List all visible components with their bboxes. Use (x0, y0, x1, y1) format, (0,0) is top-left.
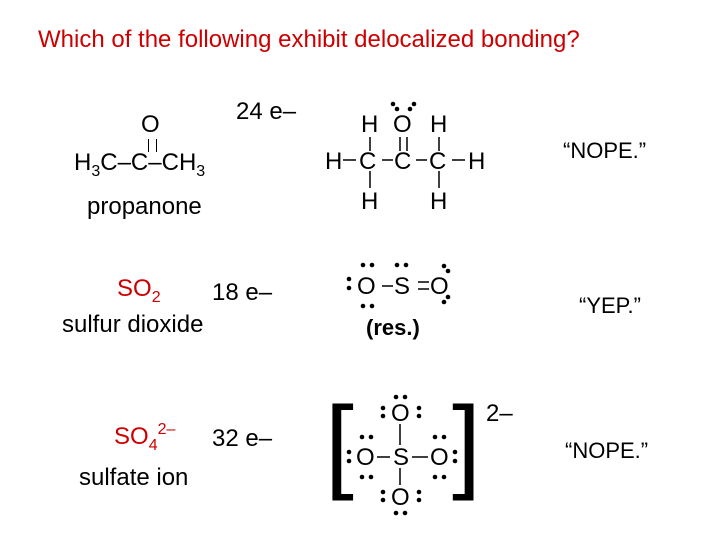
formula-subscript: 2 (151, 289, 161, 306)
lone-pair-electron (402, 394, 408, 400)
lone-pair-electron (346, 276, 352, 282)
lone-pair-electron (441, 299, 447, 305)
atom-sulfur: S (394, 273, 411, 300)
atom-oxygen: O (356, 444, 375, 471)
atom-hydrogen: H (361, 188, 379, 215)
lone-pair-electron (369, 262, 375, 268)
ion-charge: 2– (486, 400, 513, 427)
lone-pair-electron (432, 474, 438, 480)
atom-carbon: C (394, 148, 412, 175)
lone-pair-electron (380, 405, 386, 411)
atom-hydrogen: H (468, 148, 486, 175)
lone-pair-electron (393, 394, 399, 400)
lone-pair-electron (360, 303, 366, 309)
atom-carbon: C (429, 148, 447, 175)
propanone-oxygen: O (141, 111, 160, 138)
atom-sulfur: S (393, 444, 410, 471)
atom-oxygen: O (357, 273, 376, 300)
formula-subscript: 4 (148, 437, 158, 454)
lone-pair-electron (368, 474, 374, 480)
propanone-verdict: “NOPE.” (563, 138, 647, 163)
atom-hydrogen: H (325, 148, 343, 175)
right-bracket: ] (452, 386, 481, 502)
atom-carbon: C (359, 148, 377, 175)
atom-oxygen: O (430, 273, 449, 300)
lone-pair-electron (359, 474, 365, 480)
propanone-name: propanone (87, 193, 202, 220)
lone-pair-electron (416, 489, 422, 495)
formula-part: SO (117, 275, 152, 302)
lone-pair-electron (403, 262, 409, 268)
lone-pair-electron (394, 106, 400, 112)
lone-pair-electron (452, 458, 458, 464)
lone-pair-electron (360, 262, 366, 268)
lone-pair-electron (441, 474, 447, 480)
lone-pair-electron (394, 262, 400, 268)
atom-oxygen: O (391, 400, 410, 427)
lone-pair-electron (441, 263, 447, 269)
propanone-condensed-formula: H3C–C–CH3 (74, 149, 205, 180)
lone-pair-electron (380, 413, 386, 419)
formula-part: SO (114, 423, 149, 450)
atom-oxygen: O (430, 444, 449, 471)
so2-name: sulfur dioxide (62, 311, 204, 338)
lone-pair-electron (346, 449, 352, 455)
lone-pair-electron (452, 449, 458, 455)
sulfate-formula: SO42– (114, 422, 175, 454)
lone-pair-electron (416, 405, 422, 411)
so2-formula: SO2 (117, 275, 161, 306)
lone-pair-electron (346, 285, 352, 291)
lone-pair-electron (390, 101, 396, 107)
slide-title: Which of the following exhibit delocaliz… (38, 26, 580, 53)
lone-pair-electron (380, 489, 386, 495)
propanone-electron-count: 24 e– (236, 98, 297, 125)
atom-hydrogen: H (361, 111, 379, 138)
lone-pair-electron (416, 497, 422, 503)
lone-pair-electron (368, 434, 374, 440)
so2-electron-count: 18 e– (212, 279, 273, 306)
lone-pair-electron (380, 497, 386, 503)
resonance-note: (res.) (366, 315, 420, 340)
lone-pair-electron (393, 510, 399, 516)
sulfate-verdict: “NOPE.” (565, 438, 649, 463)
formula-subscript: 3 (91, 163, 101, 180)
lone-pair-electron (402, 510, 408, 516)
lone-pair-electron (411, 101, 417, 107)
atom-hydrogen: H (430, 111, 448, 138)
formula-subscript: 3 (196, 163, 206, 180)
atom-oxygen: O (391, 484, 410, 511)
left-bracket: [ (325, 386, 354, 502)
lone-pair-electron (369, 303, 375, 309)
sulfate-name: sulfate ion (79, 464, 189, 491)
lone-pair-electron (407, 106, 413, 112)
formula-charge: 2– (157, 421, 176, 438)
so2-verdict: “YEP.” (579, 293, 641, 318)
lone-pair-electron (359, 434, 365, 440)
lone-pair-electron (441, 434, 447, 440)
formula-part: C–C–CH (100, 149, 197, 176)
lone-pair-electron (346, 458, 352, 464)
propanone-double-bond (148, 139, 157, 152)
lone-pair-electron (432, 434, 438, 440)
atom-oxygen: O (393, 111, 412, 138)
lone-pair-electron (445, 294, 451, 300)
sulfate-electron-count: 32 e– (212, 425, 273, 452)
atom-hydrogen: H (430, 188, 448, 215)
lone-pair-electron (445, 268, 451, 274)
lone-pair-electron (416, 413, 422, 419)
formula-part: H (74, 149, 92, 176)
